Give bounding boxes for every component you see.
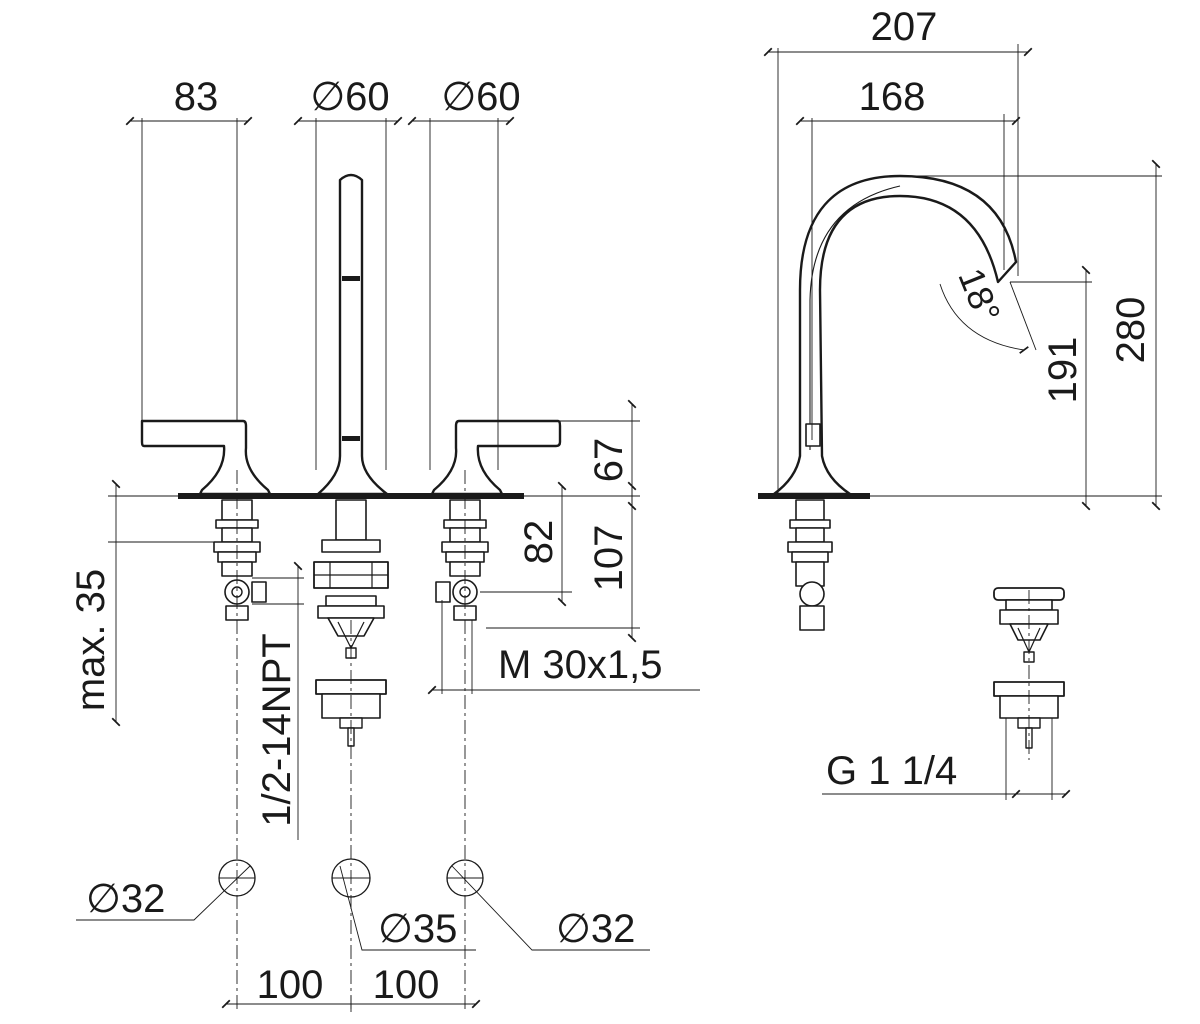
spout-front [316, 173, 389, 496]
dim-reach-outlet: 168 [859, 75, 926, 119]
dim-below-deck-107: 107 [587, 525, 631, 592]
left-handle [140, 419, 272, 496]
side-view: G 1 1/4 207 168 280 191 18° [758, 5, 1162, 800]
spacing-left: 100 [257, 963, 324, 1007]
left-valve [213, 499, 267, 621]
side-deck-plate [758, 493, 870, 499]
side-valve [787, 499, 833, 631]
hole-center-diameter: ∅35 [378, 907, 457, 951]
dim-below-deck-82: 82 [517, 520, 561, 565]
right-handle [430, 419, 562, 496]
thread-drain: G 1 1/4 [826, 749, 957, 793]
dim-reach-overall: 207 [871, 5, 938, 49]
dim-outlet-height: 191 [1041, 337, 1085, 404]
thread-supply: 1/2-14NPT [255, 633, 299, 826]
hole-left-diameter: ∅32 [86, 877, 165, 921]
dim-spout-diameter: ∅60 [310, 75, 389, 119]
dim-right-body-diameter: ∅60 [441, 75, 520, 119]
deck-plate [178, 493, 524, 499]
dim-total-height: 280 [1109, 297, 1153, 364]
spacing-right: 100 [373, 963, 440, 1007]
dim-handle-width: 83 [174, 75, 219, 119]
dim-height-above-deck: 67 [587, 438, 631, 483]
right-valve [435, 499, 489, 621]
dim-max-deck-thickness: max. 35 [69, 569, 113, 711]
hole-right-diameter: ∅32 [556, 907, 635, 951]
front-view: 83 ∅60 ∅60 67 82 107 max. 35 1/2-14NPT M… [69, 75, 700, 1012]
thread-mount: M 30x1,5 [498, 643, 663, 687]
